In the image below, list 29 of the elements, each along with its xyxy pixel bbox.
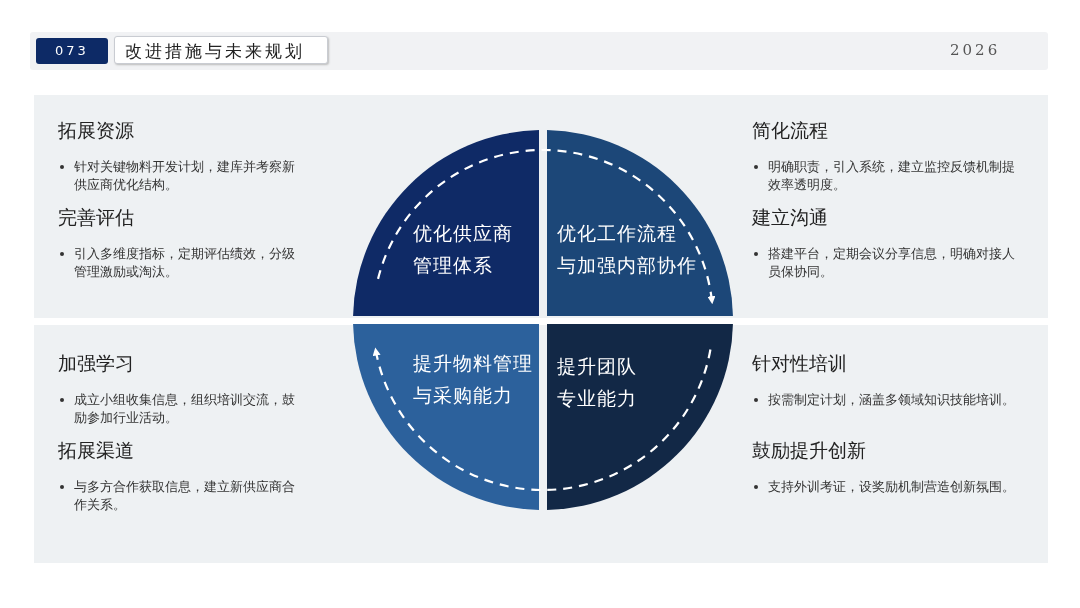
bullet-text: 针对关键物料开发计划，建库并考察新供应商优化结构。 [74,158,296,194]
bullet-text: 引入多维度指标，定期评估绩效，分级管理激励或淘汰。 [74,245,296,281]
section-heading: 加强学习 [58,351,134,376]
title-box: 改进措施与未来规划 [114,36,328,64]
section-heading: 完善评估 [58,205,134,230]
section-heading: 拓展渠道 [58,438,134,463]
year-text: 2026 [950,41,1001,59]
quadrant-label: 提升团队专业能力 [557,355,638,411]
section-heading: 简化流程 [752,118,828,143]
quadrant-segment [547,324,733,510]
quadrant-label: 提升物料管理与采购能力 [413,352,534,408]
bullet-text: 搭建平台，定期会议分享信息，明确对接人员保协同。 [768,245,1016,281]
section-heading: 针对性培训 [752,351,847,376]
bullet-text: 明确职责，引入系统，建立监控反馈机制提效率透明度。 [768,158,1016,194]
section-heading: 鼓励提升创新 [752,438,866,463]
bullet-text: 成立小组收集信息，组织培训交流，鼓励参加行业活动。 [74,391,296,427]
section-heading: 建立沟通 [752,205,828,230]
page-number-badge: 073 [36,38,108,64]
section-heading: 拓展资源 [58,118,134,143]
cycle-arrow [377,149,715,305]
quadrant-segment [547,130,733,316]
quadrant-segment [353,324,539,510]
quadrant-segment [353,130,539,316]
quadrant-label: 优化供应商管理体系 [413,222,514,278]
quadrant-label: 优化工作流程与加强内部协作 [557,222,698,278]
bullet-text: 与多方合作获取信息，建立新供应商合作关系。 [74,478,296,514]
bullet-text: 按需制定计划，涵盖多领域知识技能培训。 [768,391,1016,409]
cycle-arrow [373,347,712,491]
bullet-text: 支持外训考证，设奖励机制营造创新氛围。 [768,478,1016,496]
